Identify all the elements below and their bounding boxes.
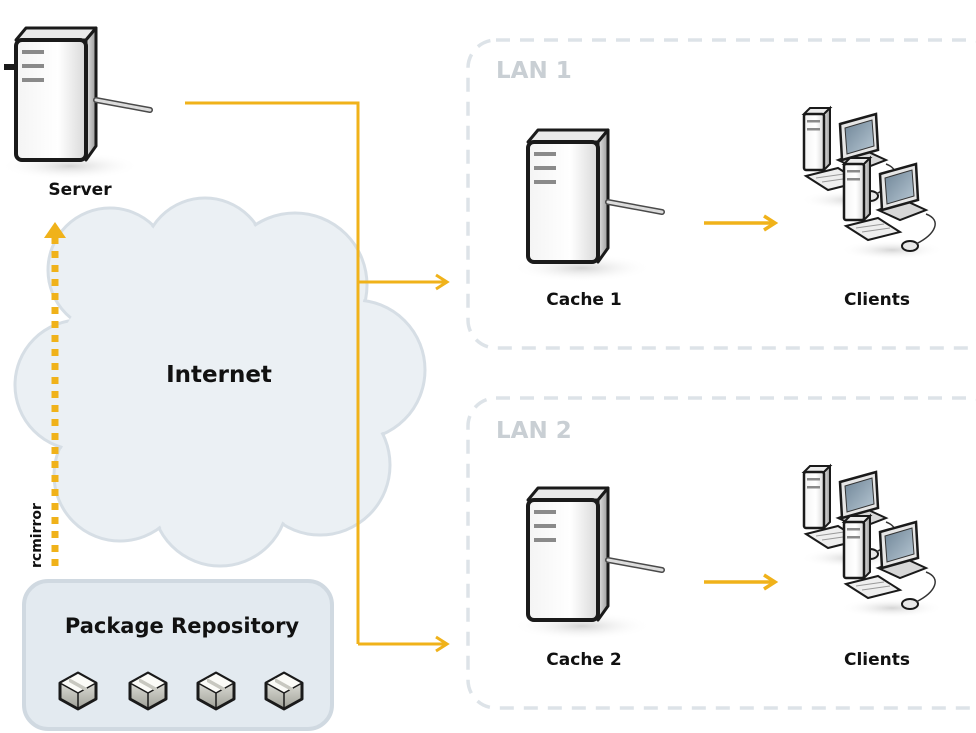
cache-2-label: Cache 2 [546, 650, 622, 670]
arrow-to-cache-1 [358, 273, 450, 291]
internet-label: Internet [166, 362, 272, 388]
clients-2-label: Clients [843, 650, 911, 670]
clients-1-label: Clients [843, 290, 911, 310]
server-label: Server [48, 180, 112, 200]
package-icon [196, 671, 236, 711]
arrow-cache1-to-clients [704, 214, 779, 232]
clients-2-icon [798, 464, 946, 620]
package-icon [128, 671, 168, 711]
lan-2-title: LAN 2 [496, 418, 572, 444]
package-icon [264, 671, 304, 711]
rcmirror-label: rcmirror [29, 503, 45, 568]
cache-1-icon [512, 130, 662, 282]
package-repository-label: Package Repository [64, 614, 300, 638]
rcmirror-arrow [44, 222, 66, 566]
cache-1-label: Cache 1 [546, 290, 622, 310]
cache-2-icon [512, 488, 662, 640]
arrow-cache2-to-clients [704, 573, 779, 591]
clients-1-icon [798, 106, 946, 262]
lan-1-title: LAN 1 [496, 58, 572, 84]
server-icon [0, 28, 150, 180]
package-repository-box [22, 579, 334, 731]
arrow-to-cache-2 [358, 635, 450, 653]
package-icon [58, 671, 98, 711]
server-connector [185, 101, 360, 644]
